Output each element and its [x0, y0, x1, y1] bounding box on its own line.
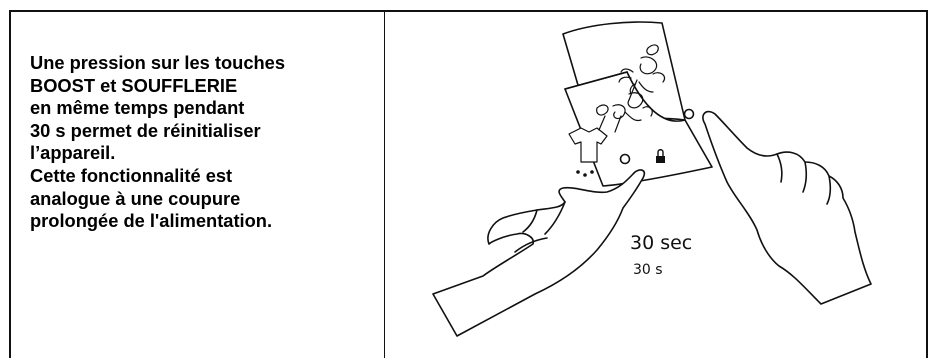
- instruction-line: analogue à une coupure: [30, 188, 380, 211]
- instruction-line: Une pression sur les touches: [30, 52, 380, 75]
- table-left-border: [9, 10, 11, 358]
- instruction-line: Cette fonctionnalité est: [30, 165, 380, 188]
- instruction-line: BOOST et SOUFFLERIE: [30, 75, 380, 98]
- instruction-line: prolongée de l'alimentation.: [30, 210, 380, 233]
- instruction-line: en même temps pendant: [30, 97, 380, 120]
- fan-button: [685, 110, 694, 119]
- left-hand-icon: [433, 170, 644, 336]
- instruction-line: 30 s permet de réinitialiser: [30, 120, 380, 143]
- instruction-line: l’appareil.: [30, 142, 380, 165]
- boost-button: [621, 155, 630, 164]
- instruction-paragraph: Une pression sur les touches BOOST et SO…: [30, 52, 380, 233]
- table-right-border: [926, 10, 928, 358]
- reset-illustration: 30 sec 30 s: [385, 12, 925, 358]
- water-drops-icon: [576, 170, 594, 177]
- time-sub-label: 30 s: [633, 262, 663, 278]
- instruction-text-cell: Une pression sur les touches BOOST et SO…: [30, 52, 380, 233]
- right-hand-icon: [703, 112, 871, 304]
- time-label: 30 sec: [630, 232, 692, 254]
